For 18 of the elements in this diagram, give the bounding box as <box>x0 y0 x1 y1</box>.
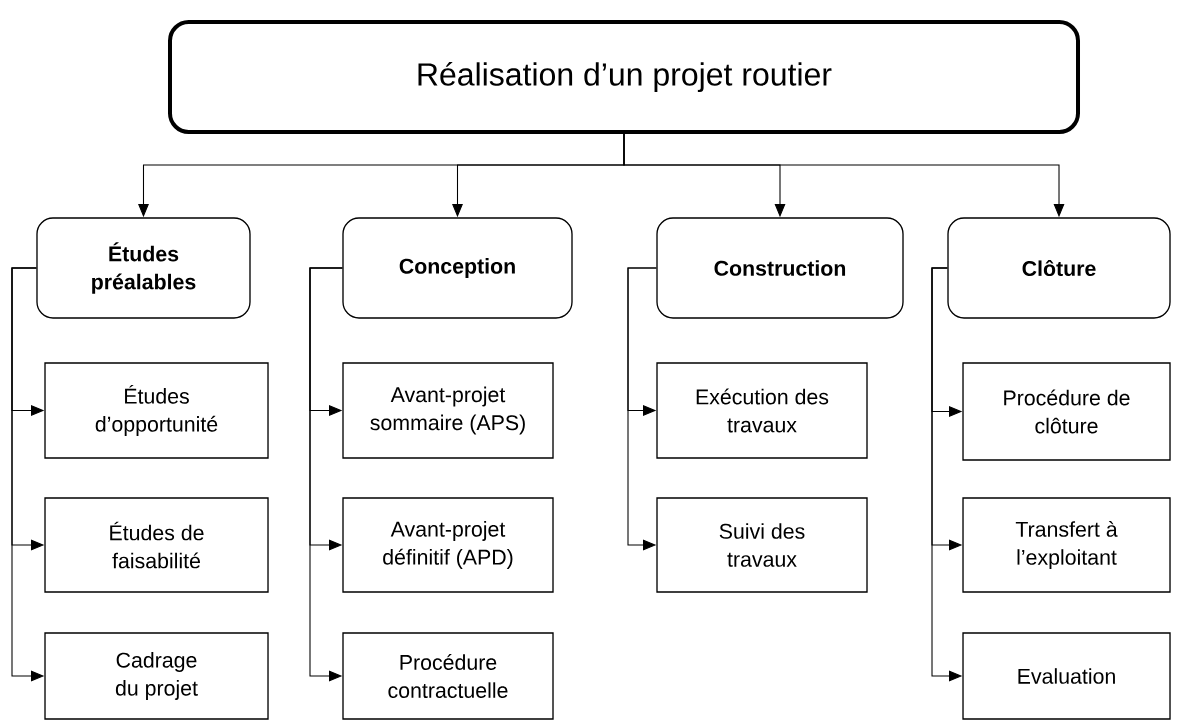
task-box: Avant-projet sommaire (APS) <box>342 362 554 459</box>
arrow <box>627 267 657 551</box>
category-box: Études préalables <box>36 217 251 319</box>
category-box: Conception <box>342 217 573 319</box>
task-box: Procédure contractuelle <box>342 632 554 720</box>
task-box: Avant-projet définitif (APD) <box>342 497 554 593</box>
task-box: Études d’opportunité <box>44 362 269 459</box>
category-box: Clôture <box>947 217 1171 319</box>
title-box: Réalisation d’un projet routier <box>168 20 1080 134</box>
task-box: Cadrage du projet <box>44 632 269 720</box>
arrow <box>309 267 343 682</box>
task-box: Suivi des travaux <box>656 497 868 593</box>
category-box: Construction <box>656 217 904 319</box>
task-box: Evaluation <box>962 632 1171 720</box>
task-box: Procédure de clôture <box>962 362 1171 461</box>
task-box: Transfert à l’exploitant <box>962 497 1171 593</box>
task-box: Exécution des travaux <box>656 362 868 459</box>
task-box: Études de faisabilité <box>44 497 269 593</box>
